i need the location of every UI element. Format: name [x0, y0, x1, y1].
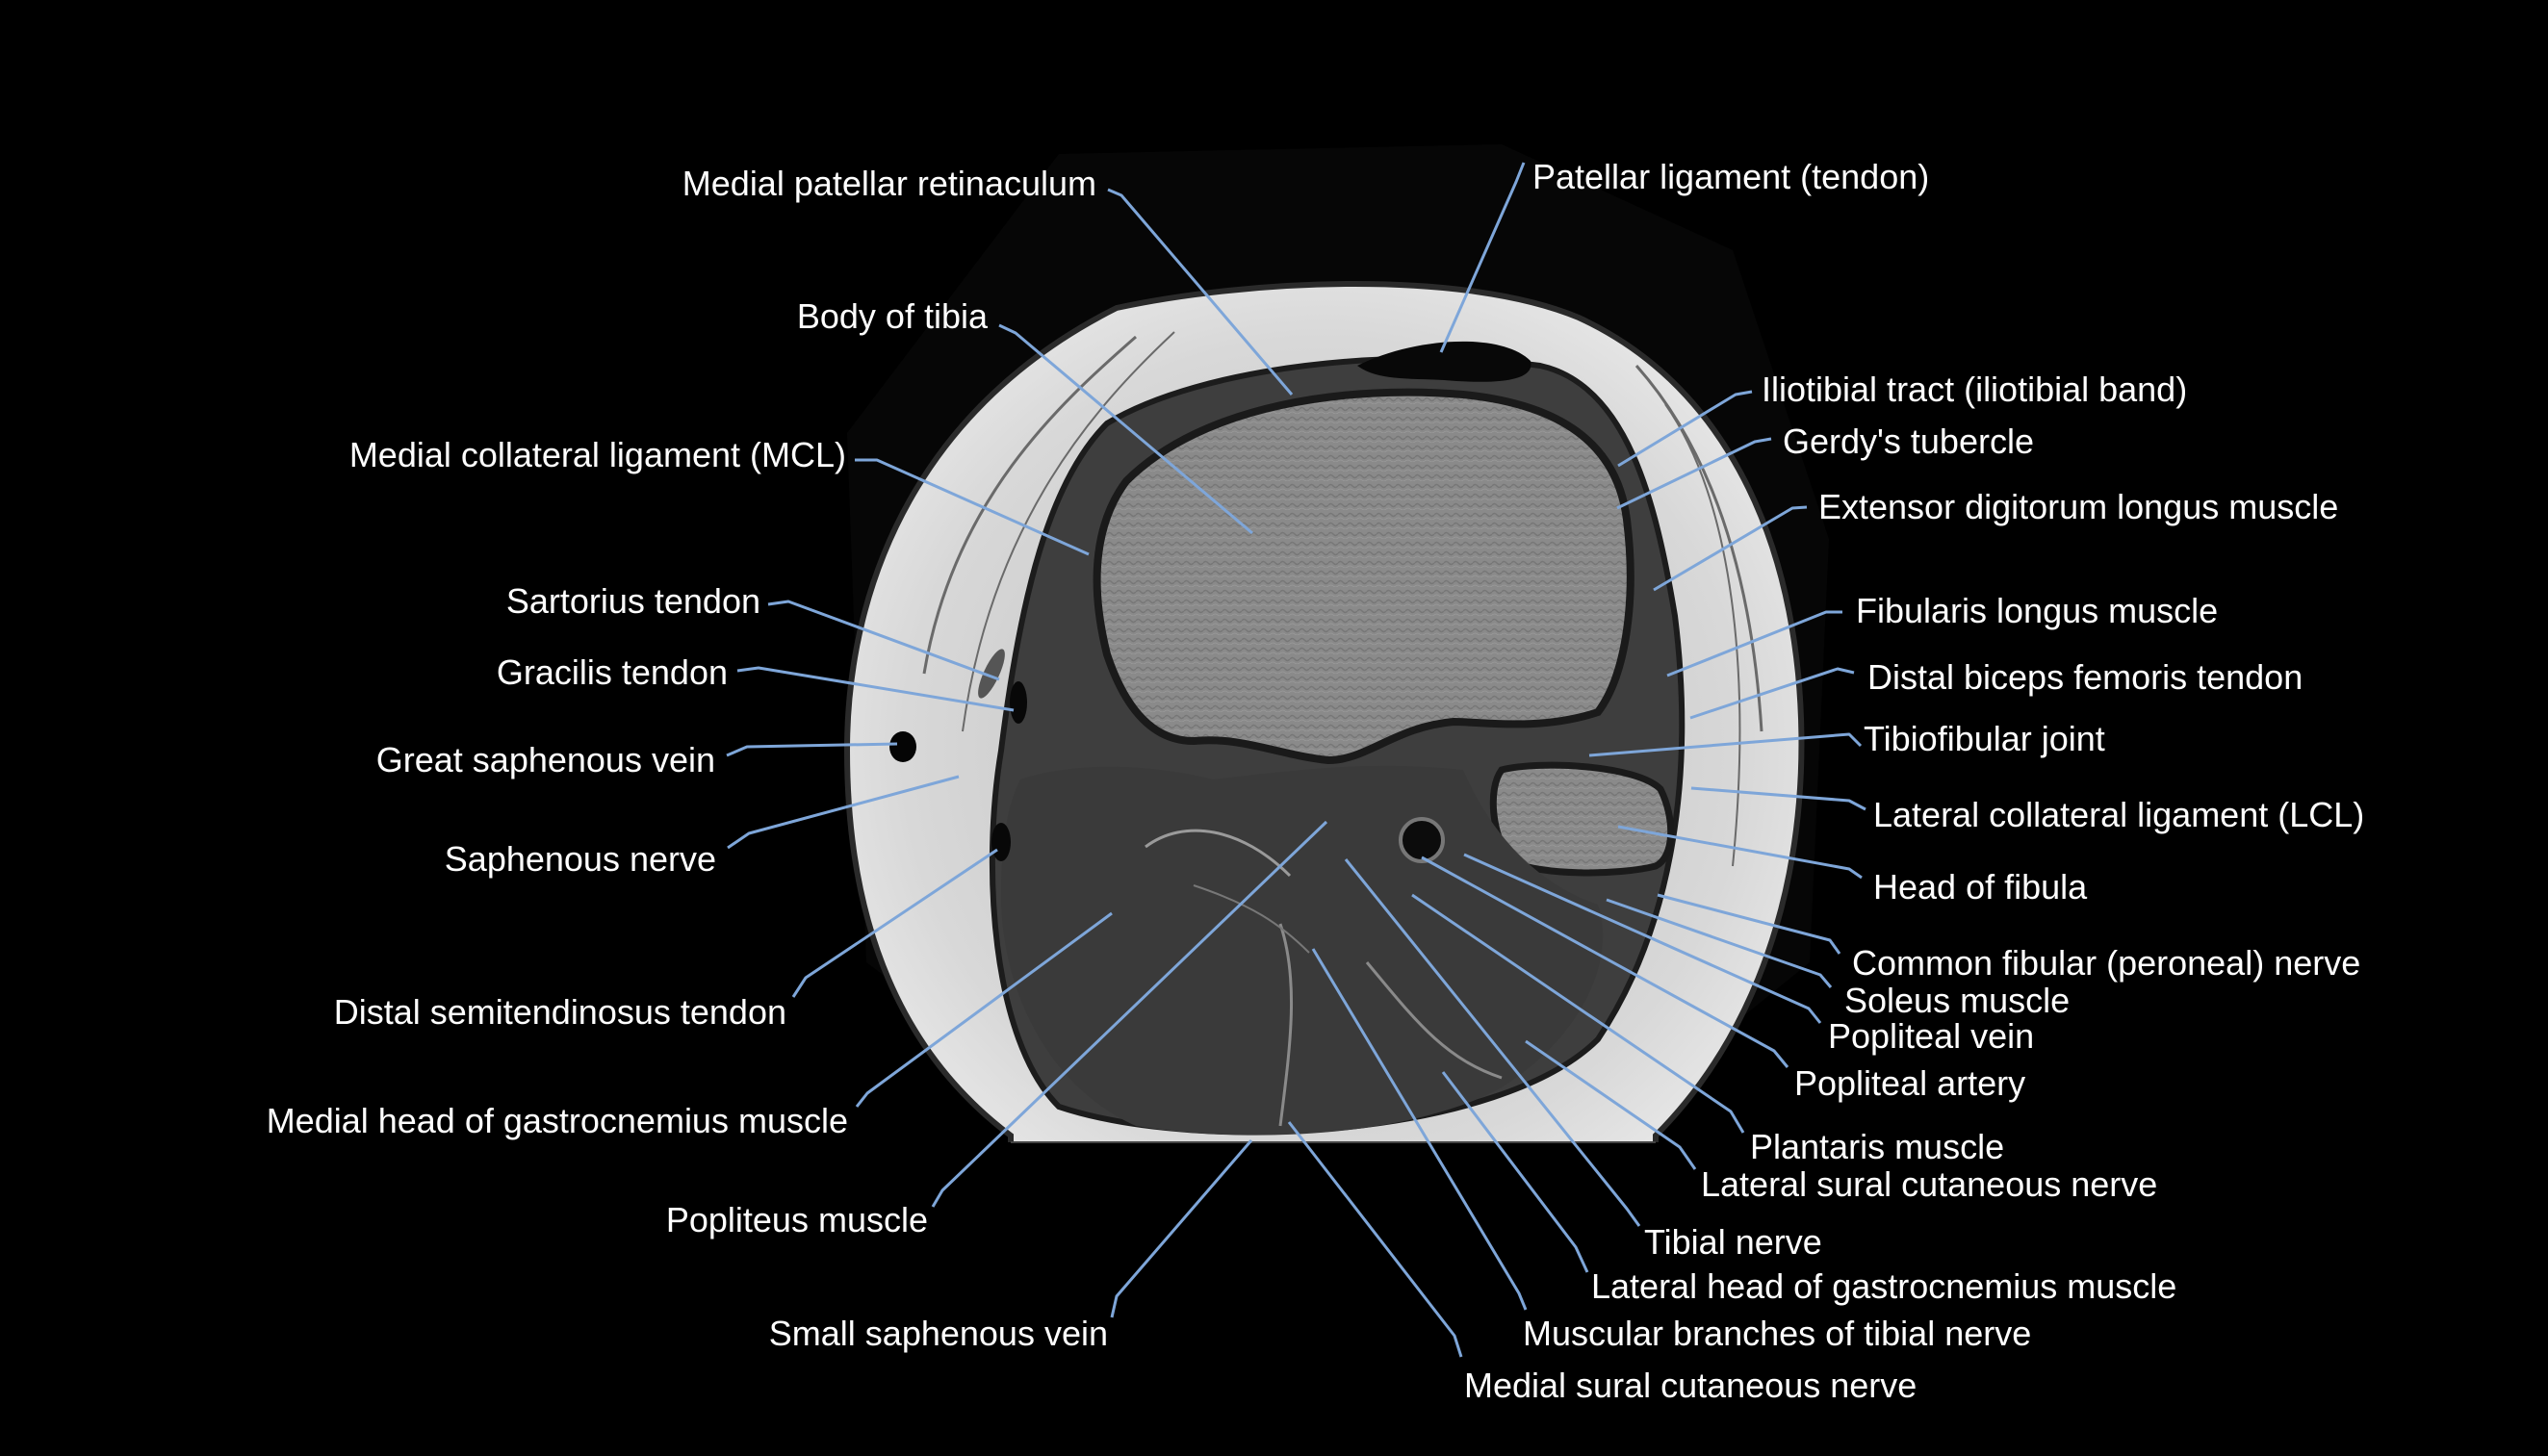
leader-medial-gastrocnemius [855, 911, 1113, 1108]
label-gerdys-tubercle: Gerdy's tubercle [1783, 421, 2034, 461]
label-small-saphenous-vein: Small saphenous vein [768, 1314, 1108, 1353]
label-popliteus: Popliteus muscle [665, 1200, 928, 1239]
label-extensor-digitorum-longus: Extensor digitorum longus muscle [1818, 487, 2339, 526]
leader-popliteal-vein [1463, 853, 1822, 1024]
label-great-saphenous-vein: Great saphenous vein [375, 740, 715, 779]
leader-patellar-ligament [1439, 162, 1526, 353]
label-head-of-fibula: Head of fibula [1873, 867, 2088, 907]
leader-popliteus [931, 820, 1328, 1208]
leader-medial-patellar-retinaculum [1107, 188, 1294, 396]
leader-fibularis-longus [1666, 610, 1842, 677]
leader-lcl [1690, 786, 1866, 811]
label-medial-patellar-retinaculum: Medial patellar retinaculum [682, 164, 1096, 203]
popliteal-artery-shape [1399, 817, 1445, 863]
leader-mcl [855, 458, 1090, 556]
label-medial-sural-cutaneous: Medial sural cutaneous nerve [1464, 1366, 1917, 1405]
label-iliotibial-tract: Iliotibial tract (iliotibial band) [1762, 370, 2188, 409]
great-saphenous-vein-shape [889, 731, 916, 762]
label-popliteal-vein: Popliteal vein [1828, 1016, 2035, 1056]
label-distal-biceps-femoris: Distal biceps femoris tendon [1867, 657, 2303, 697]
label-saphenous-nerve: Saphenous nerve [444, 839, 716, 879]
label-sartorius-tendon: Sartorius tendon [505, 581, 760, 621]
leader-tibial-nerve [1344, 858, 1641, 1227]
leader-gracilis-tendon [736, 666, 1015, 712]
label-medial-gastrocnemius: Medial head of gastrocnemius muscle [266, 1101, 848, 1140]
leader-body-of-tibia [998, 323, 1253, 535]
label-common-fibular-nerve: Common fibular (peroneal) nerve [1852, 943, 2361, 983]
leader-muscular-branches-tibial [1311, 948, 1528, 1311]
label-patellar-ligament: Patellar ligament (tendon) [1532, 157, 1930, 196]
sartorius-tendon-shape [978, 649, 1005, 699]
leader-saphenous-nerve [727, 775, 960, 850]
label-lateral-gastrocnemius: Lateral head of gastrocnemius muscle [1591, 1266, 2177, 1306]
leader-popliteal-artery [1421, 856, 1789, 1068]
label-soleus: Soleus muscle [1844, 981, 2071, 1020]
leader-distal-biceps-femoris [1689, 667, 1855, 720]
label-fibularis-longus: Fibularis longus muscle [1856, 591, 2219, 630]
label-distal-semitendinosus: Distal semitendinosus tendon [333, 992, 786, 1032]
leader-lines [726, 162, 1866, 1358]
leader-iliotibial-tract [1617, 390, 1753, 468]
leader-small-saphenous-vein [1110, 1139, 1253, 1318]
patellar-tendon [1357, 341, 1531, 382]
leader-sartorius-tendon [767, 600, 1000, 681]
leader-great-saphenous-vein [726, 742, 898, 757]
leader-soleus [1606, 898, 1833, 988]
label-tibiofibular-joint: Tibiofibular joint [1864, 719, 2105, 758]
label-body-of-tibia: Body of tibia [796, 296, 988, 336]
leader-medial-sural-cutaneous [1287, 1121, 1463, 1358]
leader-head-of-fibula [1617, 825, 1863, 880]
leader-tibiofibular-joint [1588, 732, 1863, 757]
label-muscular-branches-tibial: Muscular branches of tibial nerve [1523, 1314, 2032, 1353]
leader-plantaris [1411, 893, 1745, 1134]
gracilis-tendon-shape [1010, 681, 1027, 724]
label-lateral-sural-cutaneous: Lateral sural cutaneous nerve [1701, 1164, 2158, 1204]
posterior-muscles [1001, 765, 1604, 1136]
label-gracilis-tendon: Gracilis tendon [496, 652, 728, 692]
label-popliteal-artery: Popliteal artery [1794, 1063, 2026, 1103]
leader-distal-semitendinosus [791, 848, 998, 998]
leader-lateral-sural-cutaneous [1525, 1039, 1697, 1170]
leader-common-fibular-nerve [1657, 893, 1841, 955]
leader-lateral-gastrocnemius [1441, 1071, 1589, 1273]
semitendinosus-tendon-shape [991, 823, 1011, 861]
leader-gerdys-tubercle [1616, 437, 1772, 510]
label-mcl: Medial collateral ligament (MCL) [348, 435, 846, 474]
label-plantaris: Plantaris muscle [1750, 1127, 2005, 1166]
label-lcl: Lateral collateral ligament (LCL) [1873, 795, 2365, 834]
tibia [1093, 388, 1634, 765]
leader-extensor-digitorum-longus [1653, 505, 1808, 592]
label-tibial-nerve: Tibial nerve [1644, 1222, 1822, 1262]
